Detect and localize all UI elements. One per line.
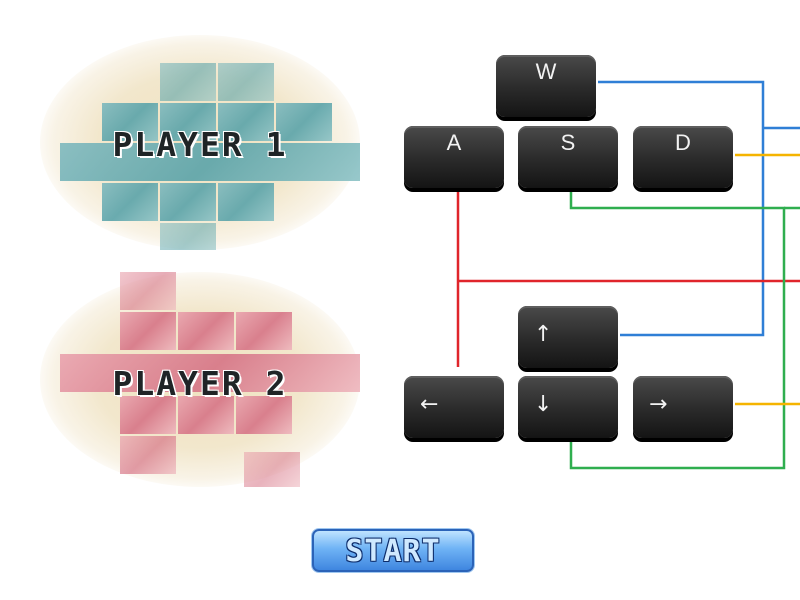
arrow-left-icon: ← (420, 392, 439, 417)
arrow-up-icon: ↑ (534, 322, 553, 347)
player-2-tile (120, 436, 176, 474)
down-wire (569, 190, 786, 470)
player-1-tile (160, 63, 216, 101)
player-1-tile (102, 103, 158, 141)
player-2-tile (178, 396, 234, 434)
player-2-tile (244, 452, 300, 487)
player-2-tile (178, 312, 234, 350)
player-2-tile (120, 312, 176, 350)
player-1-tile (218, 103, 274, 141)
player-1-tile (102, 183, 158, 221)
key-a[interactable]: A (404, 126, 504, 188)
key-w-label: W (535, 59, 557, 84)
player-1-badge: PLAYER 1 (40, 35, 360, 250)
key-s[interactable]: S (518, 126, 618, 188)
player-2-tile (236, 396, 292, 434)
player-2-tile (236, 312, 292, 350)
player-1-tile (218, 63, 274, 101)
key-arrow-up[interactable]: ↑ (518, 306, 618, 368)
player-2-tile (120, 272, 176, 310)
arrow-down-icon: ↓ (534, 392, 553, 417)
key-s-label: S (560, 130, 576, 155)
key-w[interactable]: W (496, 55, 596, 117)
key-d-label: D (675, 130, 691, 155)
player-1-tile (218, 183, 274, 221)
player-2-badge: PLAYER 2 (40, 272, 360, 487)
player-1-tile (160, 183, 216, 221)
player-1-tile (160, 103, 216, 141)
key-arrow-right[interactable]: → (633, 376, 733, 438)
key-arrow-down[interactable]: ↓ (518, 376, 618, 438)
arrow-right-icon: → (649, 392, 668, 417)
start-button[interactable]: START (312, 529, 474, 572)
player-2-label: PLAYER 2 (112, 364, 288, 403)
player-1-label: PLAYER 1 (112, 125, 288, 164)
player-2-tile (120, 396, 176, 434)
player-1-tile (276, 103, 332, 141)
player-1-tile (160, 223, 216, 250)
player-1-tile (60, 143, 360, 181)
player-2-tile (60, 354, 360, 392)
key-arrow-left[interactable]: ← (404, 376, 504, 438)
key-d[interactable]: D (633, 126, 733, 188)
key-a-label: A (446, 130, 462, 155)
